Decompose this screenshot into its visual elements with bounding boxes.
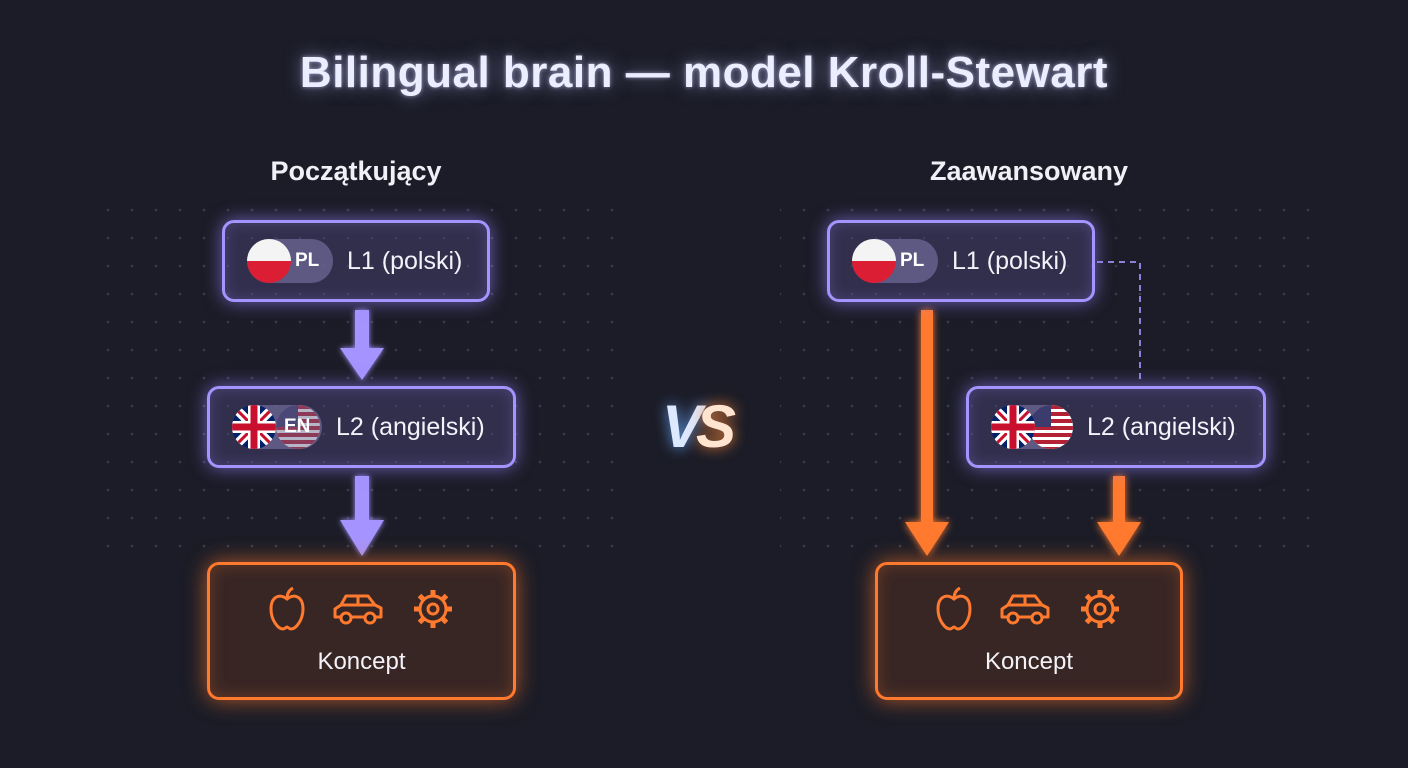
advanced-concept-label: Koncept: [984, 647, 1074, 675]
dashed-link-advanced-l1-l2: [1097, 261, 1141, 382]
beginner-l1-label: L1 (polski): [347, 246, 463, 275]
advanced-l1-label: L1 (polski): [952, 246, 1068, 275]
vs-badge: VS: [662, 393, 736, 460]
beginner-l2-code: EN: [284, 416, 311, 437]
advanced-l2-node: L2 (angielski): [966, 386, 1266, 468]
us-flag-icon: [276, 405, 320, 449]
advanced-l2-badge: [991, 405, 1073, 449]
advanced-l1-badge: PL: [852, 239, 938, 283]
us-flag-icon: [1029, 405, 1073, 449]
advanced-l1-node: PL L1 (polski): [827, 220, 1095, 302]
advanced-concept-icons: [936, 586, 1122, 636]
beginner-l1-node: PL L1 (polski): [222, 220, 490, 302]
beginner-l2-label: L2 (angielski): [336, 412, 485, 441]
apple-icon: [936, 586, 972, 636]
beginner-concept-label: Koncept: [317, 647, 406, 675]
page-title: Bilingual brain — model Kroll-Stewart: [299, 48, 1109, 97]
gear-icon: [1078, 587, 1122, 636]
advanced-heading: Zaawansowany: [929, 156, 1129, 186]
beginner-l1-badge: PL: [247, 239, 333, 283]
poland-flag-icon: [852, 239, 896, 283]
car-icon: [331, 591, 385, 632]
gear-icon: [411, 587, 455, 636]
beginner-l2-badge: EN: [232, 405, 322, 449]
beginner-concept-node: Koncept: [207, 562, 516, 700]
arrow-advanced-l2-to-concept: [1097, 476, 1141, 556]
apple-icon: [268, 586, 305, 636]
beginner-heading: Początkujący: [270, 156, 442, 186]
arrow-advanced-l1-to-concept: [905, 310, 949, 556]
advanced-l2-label: L2 (angielski): [1087, 412, 1236, 441]
car-icon: [998, 591, 1052, 632]
poland-flag-icon: [247, 239, 291, 283]
uk-flag-icon: [232, 405, 276, 449]
arrow-beginner-l1-to-l2: [340, 310, 384, 380]
beginner-concept-icons: [268, 586, 455, 636]
beginner-l1-code: PL: [295, 250, 320, 271]
beginner-l2-node: EN L2 (angielski): [207, 386, 516, 468]
advanced-concept-node: Koncept: [875, 562, 1183, 700]
advanced-l1-code: PL: [900, 250, 925, 271]
uk-flag-icon: [991, 405, 1035, 449]
arrow-beginner-l2-to-concept: [340, 476, 384, 556]
